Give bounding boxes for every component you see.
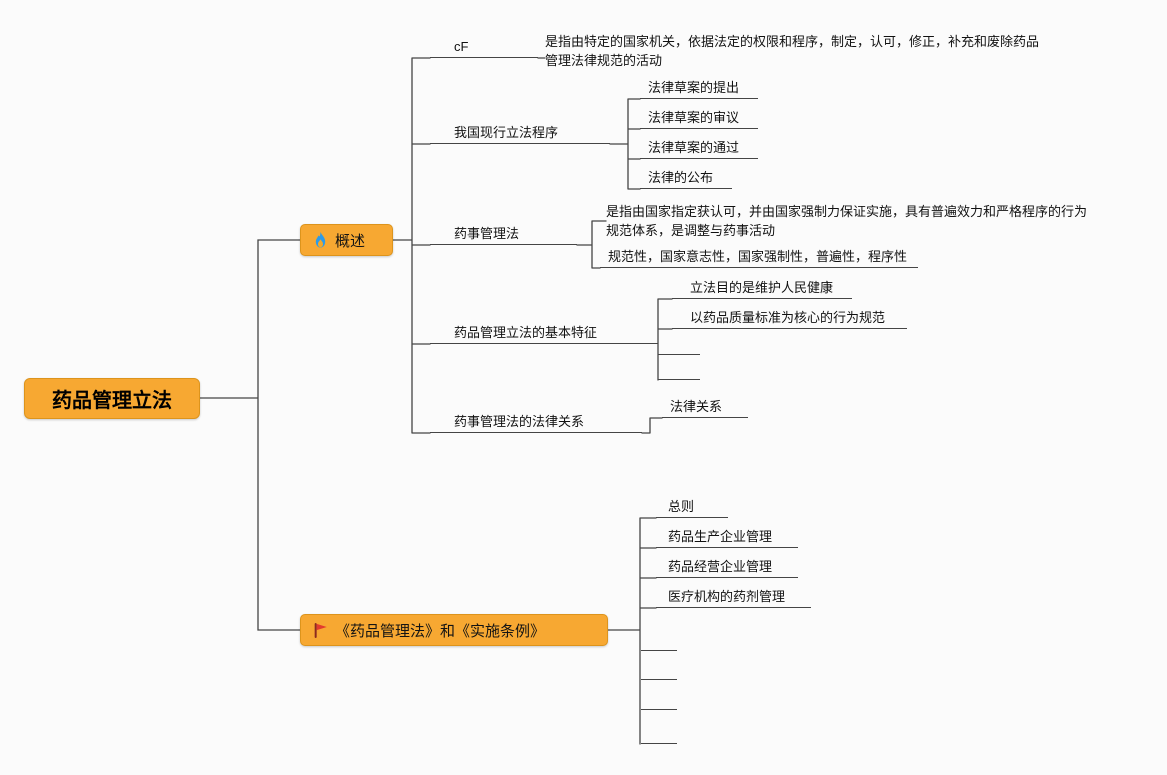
branch-topic-label: 概述	[335, 232, 366, 250]
leaf-node[interactable]: 法律草案的审议	[640, 108, 758, 129]
flame-icon	[315, 231, 326, 248]
leaf-node[interactable]: 法律草案的通过	[640, 138, 758, 159]
empty-node[interactable]	[658, 334, 700, 355]
leaf-node[interactable]: 法律的公布	[640, 168, 732, 189]
topic-node[interactable]: 药事管理法的法律关系	[430, 412, 642, 433]
topic-node[interactable]: 药事管理法	[430, 224, 577, 245]
topic-node[interactable]: 药品管理立法的基本特征	[430, 323, 658, 344]
leaf-node[interactable]: 立法目的是维护人民健康	[672, 278, 852, 299]
topic-node[interactable]: cF	[430, 37, 538, 58]
topic-node[interactable]: 我国现行立法程序	[430, 123, 610, 144]
leaf-node[interactable]: 是指由国家指定获认可，并由国家强制力保证实施，具有普遍效力和严格程序的行为规范体…	[606, 204, 1088, 238]
empty-node[interactable]	[641, 723, 677, 744]
empty-node[interactable]	[641, 659, 677, 680]
leaf-node[interactable]: 药品生产企业管理	[656, 527, 798, 548]
empty-node[interactable]	[658, 359, 700, 380]
leaf-node[interactable]: 以药品质量标准为核心的行为规范	[672, 308, 907, 329]
empty-node[interactable]	[641, 630, 677, 651]
leaf-node[interactable]: 药品经营企业管理	[656, 557, 798, 578]
root-topic[interactable]: 药品管理立法	[24, 378, 200, 419]
leaf-node[interactable]: 是指由特定的国家机关，依据法定的权限和程序，制定，认可，修正，补充和废除药品管理…	[545, 34, 1040, 68]
leaf-node[interactable]: 医疗机构的药剂管理	[656, 587, 811, 608]
empty-node[interactable]	[641, 689, 677, 710]
root-topic-label: 药品管理立法	[52, 390, 172, 412]
branch-topic-label: 《药品管理法》和《实施条例》	[335, 622, 546, 640]
leaf-node[interactable]: 法律草案的提出	[640, 78, 758, 99]
red-flag-icon	[314, 622, 327, 638]
branch-topic-law-and-regulations[interactable]: 《药品管理法》和《实施条例》	[300, 614, 608, 646]
leaf-node[interactable]: 总则	[656, 497, 728, 518]
leaf-node[interactable]: 法律关系	[662, 397, 748, 418]
branch-topic-overview[interactable]: 概述	[300, 224, 393, 256]
leaf-node[interactable]: 规范性，国家意志性，国家强制性，普遍性，程序性	[600, 247, 918, 268]
